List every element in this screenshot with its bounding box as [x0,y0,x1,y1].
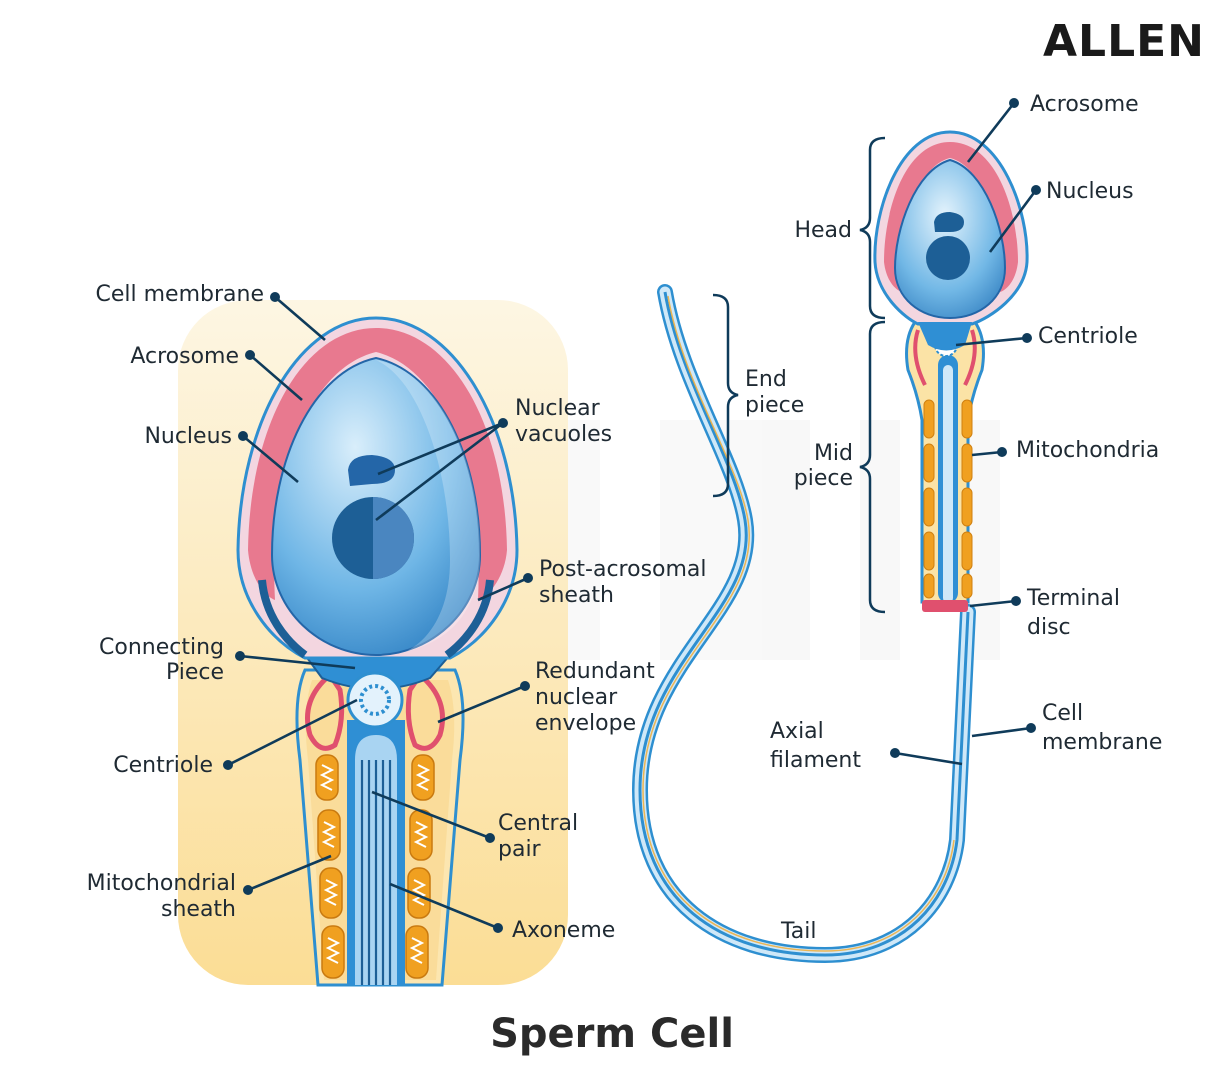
whole-label-end-piece-line1: End [745,367,787,392]
whole-acrosome [884,142,1018,292]
label-post-acrosomal-line2: sheath [539,583,614,608]
label-redundant-line1: Redundant [535,659,655,684]
whole-mitochondria [923,399,973,599]
post-acrosomal-sheath [258,579,494,659]
whole-label-mid-piece-line1: Mid [814,441,853,466]
whole-label-mid-piece-line2: piece [794,466,853,491]
brace-head [859,136,886,320]
whole-label-acrosome: Acrosome [1030,92,1139,117]
diagram-title: Sperm Cell [490,1011,734,1057]
acrosome-cap [248,328,507,600]
whole-label-cell-membrane-line2: membrane [1042,730,1162,755]
whole-label-terminal-disc-line1: Terminal [1026,586,1120,611]
redundant-envelope-right [405,671,445,751]
whole-label-cell-membrane-line1: Cell [1042,701,1083,726]
whole-label-nucleus: Nucleus [1046,179,1134,204]
label-acrosome: Acrosome [130,344,239,369]
label-nuclear-vacuoles-line1: Nuclear [515,396,601,421]
label-central-pair-line1: Central [498,811,578,836]
label-post-acrosomal-line1: Post-acrosomal [539,557,707,582]
whole-label-centriole: Centriole [1038,324,1138,349]
whole-label-mitochondria: Mitochondria [1016,438,1159,463]
redundant-envelope-left [305,671,345,751]
whole-label-axial-filament-line2: filament [770,748,861,773]
label-central-pair-line2: pair [498,837,542,862]
label-nuclear-vacuoles-line2: vacuoles [515,422,612,447]
label-redundant-line2: nuclear [535,685,618,710]
whole-label-end-piece-line2: piece [745,393,804,418]
label-connecting-piece-line1: Connecting [99,635,224,660]
label-centriole: Centriole [113,753,213,778]
label-connecting-piece-line2: Piece [166,660,224,685]
detailed-view: Cell membrane Acrosome Nucleus Nuclear v… [87,282,707,987]
whole-label-head: Head [794,218,852,243]
label-mito-sheath-line2: sheath [161,897,236,922]
label-redundant-line3: envelope [535,711,636,736]
whole-label-terminal-disc-line2: disc [1027,615,1071,640]
whole-label-axial-filament-line1: Axial [770,719,824,744]
terminal-disc [922,600,968,612]
label-axoneme: Axoneme [512,918,615,943]
label-mito-sheath-line1: Mitochondrial [87,871,236,896]
nuclear-vacuole-small [348,455,395,486]
whole-view: Acrosome Nucleus Head Centriole End piec… [631,92,1162,964]
brace-end-piece [712,293,739,498]
brand-logo: ALLEN [1043,16,1205,67]
brace-mid-piece [859,320,886,614]
label-nucleus: Nucleus [144,424,232,449]
label-cell-membrane: Cell membrane [96,282,264,307]
centriole [346,671,404,729]
whole-label-tail: Tail [780,919,817,944]
